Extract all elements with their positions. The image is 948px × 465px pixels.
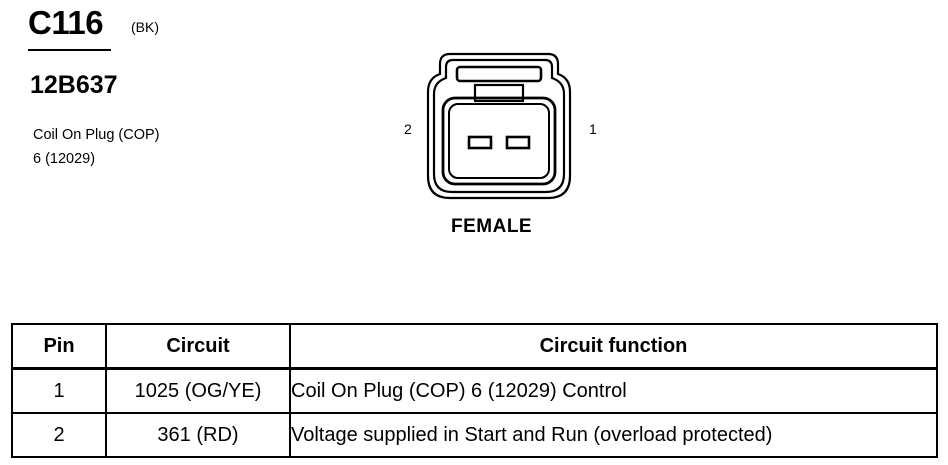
cell-circuit-function: Coil On Plug (COP) 6 (12029) Control: [289, 367, 938, 414]
connector-color: (BK): [131, 19, 159, 35]
header-circuit: Circuit: [105, 323, 291, 370]
table-row: 2 361 (RD) Voltage supplied in Start and…: [11, 412, 938, 458]
cell-pin: 1: [11, 367, 107, 414]
connector-gender-label: FEMALE: [451, 216, 533, 237]
part-number: 12B637: [30, 71, 118, 99]
cell-circuit: 1025 (OG/YE): [105, 367, 291, 414]
connector-inner-housing: [432, 58, 566, 194]
cell-circuit: 361 (RD): [105, 412, 291, 458]
connector-id: C116: [28, 4, 104, 41]
terminal-slot-pin-1: [505, 135, 531, 150]
description-line-2: 6 (12029): [33, 151, 96, 167]
terminal-inner-body: [448, 103, 550, 179]
cell-pin: 2: [11, 412, 107, 458]
description-line-1: Coil On Plug (COP): [33, 127, 160, 143]
table-row: 1 1025 (OG/YE) Coil On Plug (COP) 6 (120…: [11, 367, 938, 414]
pin-number-1-label: 1: [589, 121, 597, 137]
title-divider: [28, 49, 111, 51]
terminal-body: [441, 96, 557, 186]
connector-outer-housing: [426, 52, 572, 200]
header-circuit-function: Circuit function: [289, 323, 938, 370]
locking-tab: [455, 65, 543, 83]
connector-face-diagram: [426, 52, 572, 200]
terminal-slot-pin-2: [467, 135, 493, 150]
pinout-table: Pin Circuit Circuit function 1 1025 (OG/…: [11, 323, 938, 458]
cell-circuit-function: Voltage supplied in Start and Run (overl…: [289, 412, 938, 458]
header-pin: Pin: [11, 323, 107, 370]
latch-slot: [473, 83, 525, 103]
pin-number-2-label: 2: [404, 121, 412, 137]
table-header-row: Pin Circuit Circuit function: [11, 323, 938, 370]
